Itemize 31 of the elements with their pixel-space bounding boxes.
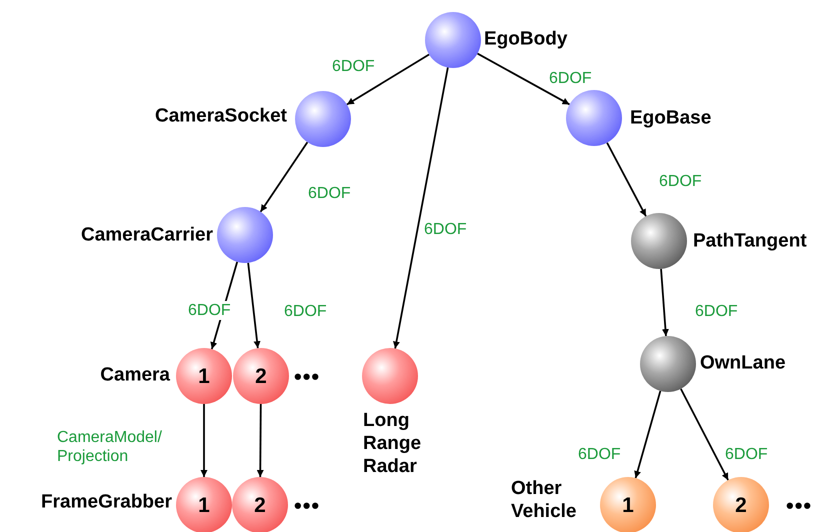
node-name: Other Vehicle: [511, 478, 578, 524]
arrow: [256, 404, 264, 477]
arrow: [200, 404, 208, 477]
node-number: 2: [254, 494, 266, 516]
node-name: CameraCarrier: [80, 224, 213, 248]
arrow: [393, 67, 449, 349]
node-name: OwnLane: [700, 352, 786, 376]
node-number: 1: [198, 494, 210, 516]
node-number: 1: [622, 494, 634, 516]
arrow: [660, 268, 669, 336]
node-name: Camera: [100, 364, 170, 388]
arrow: [346, 54, 430, 106]
ellipsis: •••: [294, 495, 320, 517]
node-name: CameraSocket: [154, 106, 287, 128]
ellipsis: •••: [786, 495, 812, 517]
node-name: PathTangent: [693, 230, 807, 254]
arrow: [634, 390, 662, 478]
arrow: [680, 388, 729, 481]
arrow: [477, 52, 570, 106]
node-number: 2: [735, 494, 747, 516]
arrow: [247, 262, 261, 348]
node-name: EgoBody: [484, 28, 568, 52]
arrow: [606, 142, 647, 217]
ellipsis: •••: [294, 366, 320, 388]
node-number: 1: [198, 366, 210, 386]
edge-label: 6DOF: [188, 301, 231, 320]
node-number: 2: [255, 366, 267, 386]
arrow: [260, 142, 308, 212]
node-name: EgoBase: [630, 108, 712, 130]
node-name: Long Range Radar: [363, 410, 422, 478]
node-name: FrameGrabber: [41, 492, 172, 514]
